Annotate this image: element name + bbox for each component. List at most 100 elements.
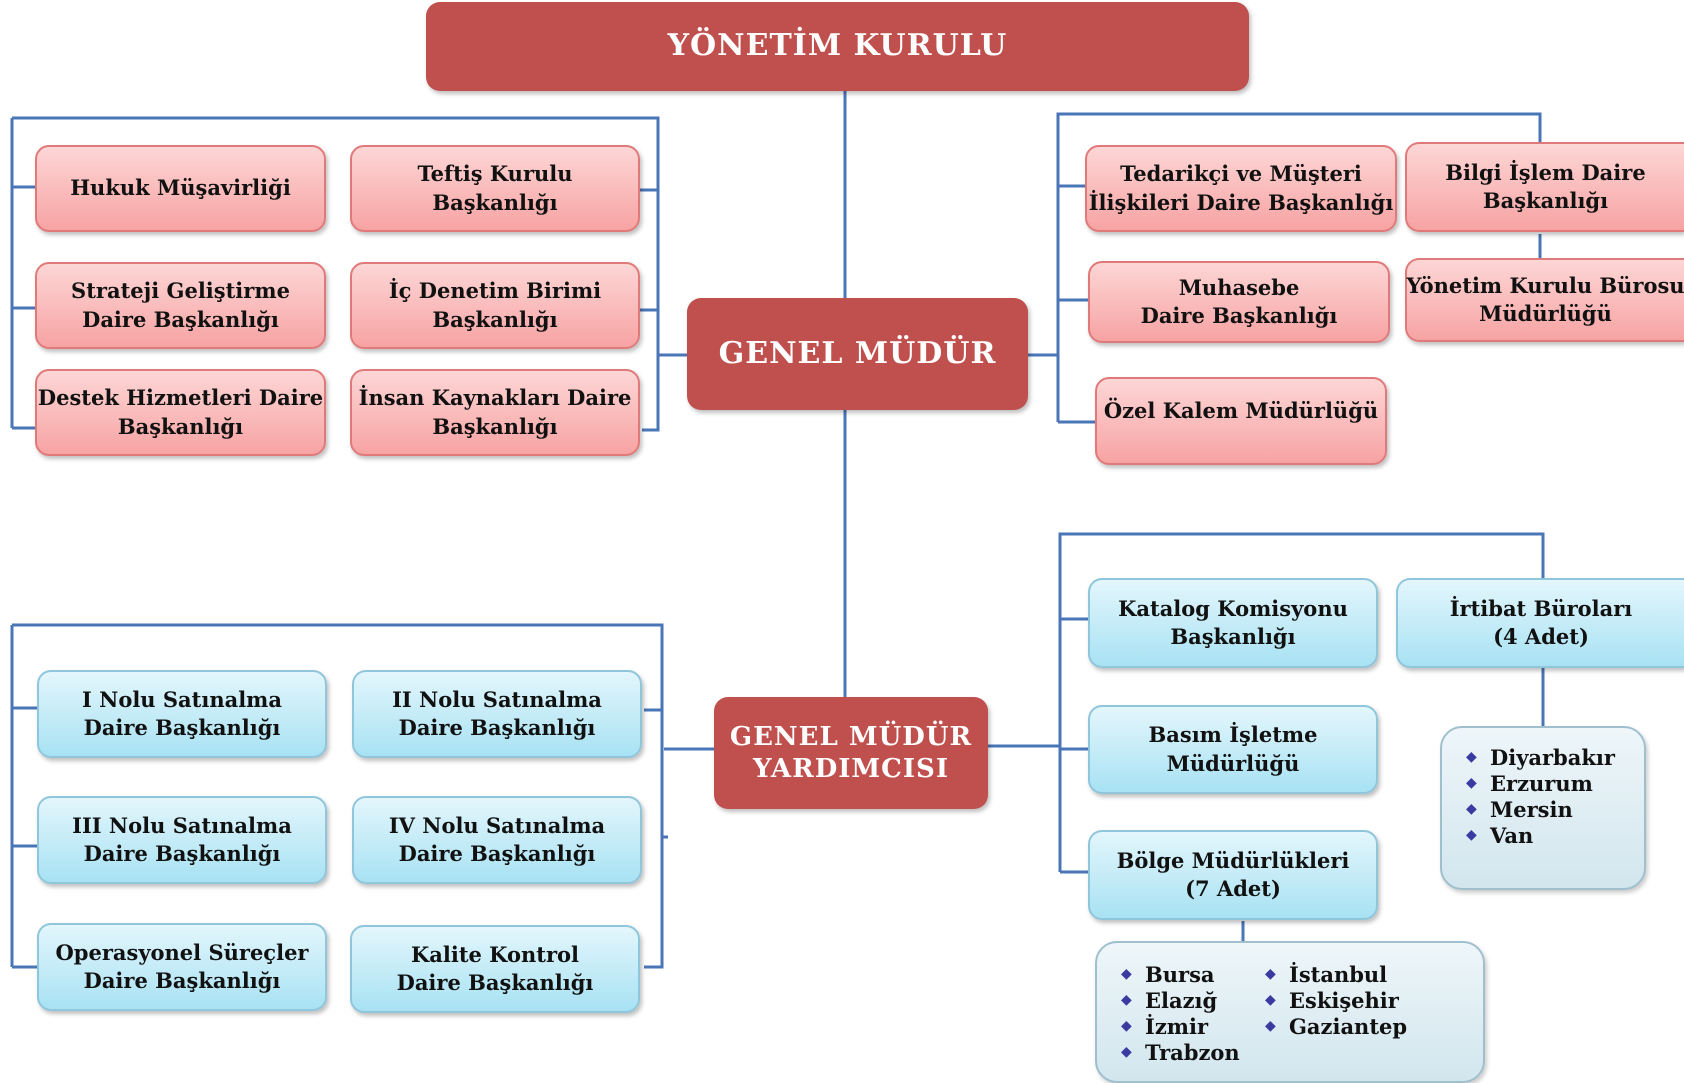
unit-operasyonel-surecler: Operasyonel Süreçler Daire Başkanlığı <box>37 923 327 1011</box>
unit-irtibat-burolari: İrtibat Büroları (4 Adet) <box>1396 578 1684 668</box>
city-label: Mersin <box>1490 796 1573 822</box>
unit-iv-nolu-satinalma: IV Nolu Satınalma Daire Başkanlığı <box>352 796 642 884</box>
unit-line2: Daire Başkanlığı <box>82 306 279 332</box>
unit-line1: Strateji Geliştirme <box>71 278 290 304</box>
unit-line1: Katalog Komisyonu <box>1118 595 1348 621</box>
unit-line1: Hukuk Müşavirliği <box>70 175 291 201</box>
bullet-icon: ◆ <box>1265 992 1276 1008</box>
bullet-icon: ◆ <box>1121 992 1132 1008</box>
bullet-icon: ◆ <box>1466 775 1477 791</box>
unit-strateji-gelistirme: Strateji Geliştirme Daire Başkanlığı <box>35 262 326 349</box>
list-item: ◆ Mersin <box>1466 796 1644 822</box>
city-label: Diyarbakır <box>1490 744 1615 770</box>
city-label: Eskişehir <box>1289 987 1399 1013</box>
unit-line2: (7 Adet) <box>1185 876 1281 901</box>
unit-basim-isletme: Basım İşletme Müdürlüğü <box>1088 705 1378 794</box>
unit-ozel-kalem: Özel Kalem Müdürlüğü <box>1095 377 1387 465</box>
unit-line2: Daire Başkanlığı <box>83 968 281 993</box>
city-label: Elazığ <box>1145 987 1218 1013</box>
unit-line2: Başkanlığı <box>117 413 244 439</box>
unit-bilgi-islem: Bilgi İşlem Daire Başkanlığı <box>1405 142 1684 232</box>
list-item: ◆ Diyarbakır <box>1466 744 1644 770</box>
unit-line1: IV Nolu Satınalma <box>388 812 606 838</box>
unit-line1: Kalite Kontrol <box>411 941 579 967</box>
unit-i-nolu-satinalma: I Nolu Satınalma Daire Başkanlığı <box>37 670 327 758</box>
list-item: ◆ İstanbul <box>1265 961 1407 987</box>
gmy-title-line1: GENEL MÜDÜR <box>729 721 973 752</box>
bullet-icon: ◆ <box>1265 966 1276 982</box>
unit-kalite-kontrol: Kalite Kontrol Daire Başkanlığı <box>350 925 640 1013</box>
unit-muhasebe: Muhasebe Daire Başkanlığı <box>1088 261 1390 343</box>
city-label: İzmir <box>1145 1013 1209 1039</box>
bullet-icon: ◆ <box>1466 749 1477 765</box>
unit-line1: Operasyonel Süreçler <box>55 939 309 965</box>
list-item: ◆ Erzurum <box>1466 770 1644 796</box>
unit-line1: Yönetim Kurulu Bürosu <box>1406 272 1684 298</box>
list-item: ◆ Bursa <box>1121 961 1240 987</box>
bullet-icon: ◆ <box>1265 1018 1276 1034</box>
unit-line2: Daire Başkanlığı <box>398 841 596 866</box>
bullet-icon: ◆ <box>1121 1018 1132 1034</box>
unit-destek-hizmetleri: Destek Hizmetleri Daire Başkanlığı <box>35 369 326 456</box>
city-label: Erzurum <box>1490 770 1593 796</box>
city-label: Bursa <box>1145 961 1215 987</box>
city-label: Trabzon <box>1145 1039 1240 1065</box>
unit-iii-nolu-satinalma: III Nolu Satınalma Daire Başkanlığı <box>37 796 327 884</box>
list-item: ◆ Van <box>1466 822 1644 848</box>
unit-line2: İlişkileri Daire Başkanlığı <box>1088 189 1394 215</box>
unit-line2: (4 Adet) <box>1493 624 1589 649</box>
unit-bolge-mudurlukleri: Bölge Müdürlükleri (7 Adet) <box>1088 830 1378 920</box>
unit-line2: Başkanlığı <box>432 189 558 215</box>
yonetim-kurulu-box: YÖNETİM KURULU <box>426 2 1249 91</box>
bullet-icon: ◆ <box>1466 827 1477 843</box>
irtibat-city-list: ◆ Diyarbakır ◆ Erzurum ◆ Mersin ◆ Van <box>1440 726 1646 890</box>
unit-line1: II Nolu Satınalma <box>392 686 602 712</box>
list-item: ◆Gaziantep <box>1265 1013 1407 1039</box>
unit-line1: III Nolu Satınalma <box>72 812 292 838</box>
unit-line1: I Nolu Satınalma <box>81 686 283 712</box>
unit-line1: İnsan Kaynakları Daire <box>358 385 632 411</box>
unit-insan-kaynaklari: İnsan Kaynakları Daire Başkanlığı <box>350 369 640 456</box>
unit-line1: Özel Kalem Müdürlüğü <box>1103 397 1379 423</box>
unit-yonetim-kurulu-burosu: Yönetim Kurulu Bürosu Müdürlüğü <box>1405 258 1684 342</box>
bullet-icon: ◆ <box>1121 1044 1132 1060</box>
unit-line1: Muhasebe <box>1178 274 1300 300</box>
genel-mudur-title: GENEL MÜDÜR <box>718 335 997 371</box>
city-label: İstanbul <box>1289 961 1388 987</box>
bullet-icon: ◆ <box>1466 801 1477 817</box>
unit-ic-denetim: İç Denetim Birimi Başkanlığı <box>350 262 640 349</box>
unit-line2: Başkanlığı <box>432 306 558 332</box>
unit-line1: İç Denetim Birimi <box>388 278 602 304</box>
unit-line2: Müdürlüğü <box>1166 750 1300 776</box>
unit-tedarikci-musteri: Tedarikçi ve Müşteri İlişkileri Daire Ba… <box>1085 145 1397 232</box>
unit-line1: Basım İşletme <box>1148 722 1318 748</box>
unit-hukuk-musavirligi: Hukuk Müşavirliği <box>35 145 326 232</box>
unit-line2: Daire Başkanlığı <box>83 715 281 740</box>
bolge-city-list: ◆ Bursa ◆ Elazığ ◆ İzmir ◆ Trabzon ◆ İstanbul… <box>1095 941 1485 1083</box>
unit-line1: Bölge Müdürlükleri <box>1116 847 1350 873</box>
unit-line1: Tedarikçi ve Müşteri <box>1120 161 1362 187</box>
gmy-title-line2: YARDIMCISI <box>753 754 949 784</box>
genel-mudur-yardimcisi-box: GENEL MÜDÜR YARDIMCISI <box>714 697 988 809</box>
yonetim-kurulu-title: YÖNETİM KURULU <box>667 28 1008 64</box>
unit-line2: Daire Başkanlığı <box>83 841 281 866</box>
unit-line2: Daire Başkanlığı <box>396 970 594 995</box>
unit-line2: Daire Başkanlığı <box>1140 303 1338 328</box>
genel-mudur-box: GENEL MÜDÜR <box>687 298 1028 410</box>
list-item: ◆ Eskişehir <box>1265 987 1407 1013</box>
unit-katalog-komisyonu: Katalog Komisyonu Başkanlığı <box>1088 578 1378 668</box>
unit-line2: Müdürlüğü <box>1479 301 1612 326</box>
unit-line2: Başkanlığı <box>1170 624 1296 649</box>
unit-line2: Başkanlığı <box>1482 188 1609 213</box>
city-label: Van <box>1490 822 1534 848</box>
list-item: ◆ Elazığ <box>1121 987 1240 1013</box>
list-item: ◆ İzmir <box>1121 1013 1240 1039</box>
unit-line1: İrtibat Büroları <box>1449 595 1633 621</box>
list-item: ◆ Trabzon <box>1121 1039 1240 1065</box>
unit-line1: Bilgi İşlem Daire <box>1445 159 1646 185</box>
bullet-icon: ◆ <box>1121 966 1132 982</box>
unit-line2: Başkanlığı <box>432 413 558 439</box>
unit-teftis-kurulu: Teftiş Kurulu Başkanlığı <box>350 145 640 232</box>
unit-line1: Teftiş Kurulu <box>417 161 573 187</box>
